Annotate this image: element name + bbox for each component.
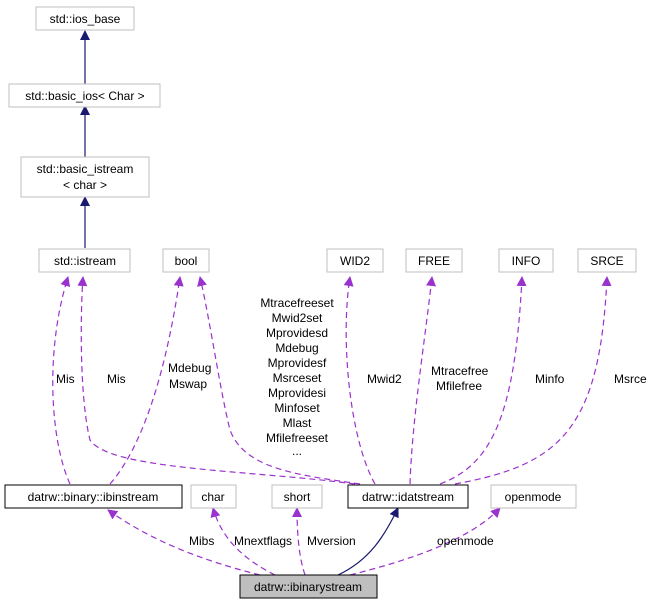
label-mwid2set: Mwid2set	[272, 311, 323, 325]
node-datrw-ibinarystream[interactable]: datrw::ibinarystream	[239, 574, 378, 599]
edge-labels: Mis Mis Mdebug Mswap Mtracefreeset Mwid2…	[56, 296, 647, 548]
nodes: std::ios_base std::basic_ios< Char > std…	[4, 6, 637, 599]
edge-idatstream-to-istream-mis	[77, 276, 356, 485]
label-mprovidesd: Mprovidesd	[266, 326, 328, 340]
node-label-std-basic-istream-line2: < char >	[63, 178, 107, 192]
edge-label-mdebug: Mdebug	[168, 361, 211, 375]
label-mtracefreeset: Mtracefreeset	[260, 296, 334, 310]
node-label-std-ios-base: std::ios_base	[50, 12, 121, 26]
edge-ibinarystream-to-char	[210, 507, 276, 576]
node-std-basic-ios[interactable]: std::basic_ios< Char >	[8, 83, 161, 108]
node-label-datrw-binary-ibinstream: datrw::binary::ibinstream	[28, 490, 159, 504]
edge-idatstream-to-wid2	[343, 276, 376, 485]
label-mlast: Mlast	[283, 416, 312, 430]
edge-label-mversion: Mversion	[307, 534, 356, 548]
label-msrceset: Msrceset	[273, 371, 322, 385]
node-label-bool: bool	[175, 254, 198, 268]
node-srce[interactable]: SRCE	[577, 248, 637, 273]
edge-label-openmode: openmode	[437, 534, 494, 548]
edge-label-mnextflags: Mnextflags	[234, 534, 292, 548]
node-label-datrw-ibinarystream: datrw::ibinarystream	[254, 580, 362, 594]
node-label-openmode: openmode	[505, 490, 562, 504]
edge-idatstream-to-free	[409, 276, 436, 485]
edge-idatstream-to-srce	[454, 276, 612, 485]
edge-ibinarystream-to-short	[292, 507, 306, 576]
node-label-std-basic-ios: std::basic_ios< Char >	[25, 89, 144, 103]
node-label-wid2: WID2	[340, 254, 370, 268]
edge-label-msrce: Msrce	[614, 372, 647, 386]
edge-label-mis-left: Mis	[56, 372, 75, 386]
node-label-srce: SRCE	[590, 254, 623, 268]
node-info[interactable]: INFO	[498, 248, 554, 273]
node-label-info: INFO	[512, 254, 541, 268]
edge-idatstream-to-info	[439, 276, 527, 485]
label-mfilefreeset: Mfilefreeset	[266, 431, 329, 445]
usage-edges	[52, 276, 612, 576]
node-openmode[interactable]: openmode	[490, 484, 577, 509]
edge-idatstream-to-bool	[197, 276, 361, 485]
node-label-std-basic-istream-line1: std::basic_istream	[37, 162, 134, 176]
edge-ibinstream-to-istream-mis	[52, 276, 71, 485]
label-minfoset: Minfoset	[274, 401, 320, 415]
node-short[interactable]: short	[271, 484, 323, 509]
node-bool[interactable]: bool	[162, 248, 210, 273]
inheritance-edges	[80, 30, 399, 576]
node-datrw-binary-ibinstream[interactable]: datrw::binary::ibinstream	[4, 484, 183, 509]
edge-label-mibs: Mibs	[189, 534, 214, 548]
label-ellipsis: ...	[292, 444, 302, 458]
node-label-datrw-idatstream: datrw::idatstream	[362, 490, 454, 504]
node-std-ios-base[interactable]: std::ios_base	[35, 6, 135, 31]
edge-label-mwid2: Mwid2	[367, 372, 402, 386]
edge-label-mtracefree: Mtracefree	[431, 364, 489, 378]
node-wid2[interactable]: WID2	[326, 248, 384, 273]
node-label-short: short	[284, 490, 311, 504]
edge-label-mswap: Mswap	[169, 377, 207, 391]
edge-label-idatstream-bool-list: Mtracefreeset Mwid2set Mprovidesd Mdebug…	[260, 296, 334, 458]
node-label-std-istream: std::istream	[54, 254, 116, 268]
label-mprovidesf: Mprovidesf	[268, 356, 327, 370]
node-std-istream[interactable]: std::istream	[38, 248, 131, 273]
node-free[interactable]: FREE	[405, 248, 463, 273]
edge-label-mis-right: Mis	[107, 372, 126, 386]
edge-ibinarystream-to-ibinstream	[107, 509, 261, 576]
node-std-basic-istream[interactable]: std::basic_istream < char >	[20, 156, 150, 198]
edge-ibinstream-to-bool	[109, 276, 184, 485]
edge-label-minfo: Minfo	[535, 372, 565, 386]
node-label-free: FREE	[418, 254, 450, 268]
node-char[interactable]: char	[190, 484, 237, 509]
node-datrw-idatstream[interactable]: datrw::idatstream	[347, 484, 469, 509]
edge-ibinarystream-to-openmode	[349, 507, 501, 576]
edge-label-mfilefree: Mfilefree	[436, 379, 482, 393]
label-mdebug: Mdebug	[275, 341, 318, 355]
edge-ibinarystream-to-idatstream	[337, 507, 399, 576]
node-label-char: char	[201, 490, 224, 504]
label-mprovidesi: Mprovidesi	[268, 386, 326, 400]
